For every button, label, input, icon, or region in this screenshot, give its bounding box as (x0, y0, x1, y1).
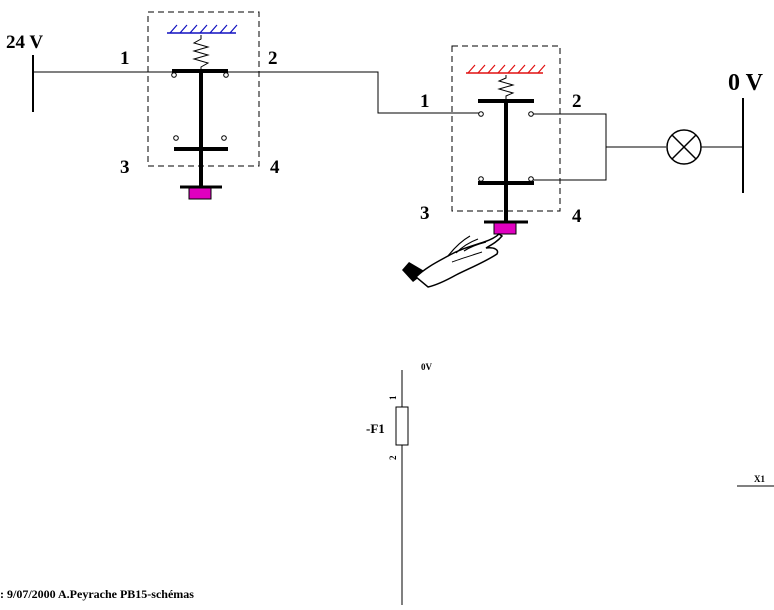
b1-terminal-4: 4 (270, 157, 280, 178)
button-left-spring (192, 35, 210, 70)
fuse-f1 (395, 406, 409, 446)
push-button-left: 1 2 3 4 (120, 11, 280, 200)
wire-b2-nc-out (533, 113, 607, 181)
b2-terminal-4: 4 (572, 206, 582, 227)
b2-terminal-2: 2 (572, 91, 582, 112)
button-right-cap (493, 222, 517, 235)
button-right-spring (497, 75, 515, 101)
button-left-enclosure (147, 11, 260, 167)
label-24v: 24 V (6, 32, 43, 53)
button-left-cap (188, 187, 212, 200)
label-0v: 0 V (728, 70, 764, 96)
push-button-right: 1 2 3 4 (420, 45, 582, 235)
button-right-enclosure (451, 45, 561, 212)
lamp-icon (666, 129, 702, 165)
schematic-rail-label: 0V (421, 362, 433, 372)
wire-b1-to-b2 (228, 71, 480, 114)
b1-terminal-2: 2 (268, 48, 278, 69)
pressing-hand-icon (402, 233, 504, 288)
b2-terminal-3: 3 (420, 203, 430, 224)
fuse-pin-2: 2 (388, 455, 398, 460)
footer-text: : 9/07/2000 A.Peyrache PB15-schémas (0, 587, 194, 601)
b1-terminal-3: 3 (120, 157, 130, 178)
b1-terminal-1: 1 (120, 48, 130, 69)
fuse-pin-1: 1 (388, 395, 398, 400)
b2-terminal-1: 1 (420, 91, 430, 112)
fuse-f1-label: -F1 (366, 421, 385, 436)
terminal-x1-label: X1 (754, 474, 765, 484)
